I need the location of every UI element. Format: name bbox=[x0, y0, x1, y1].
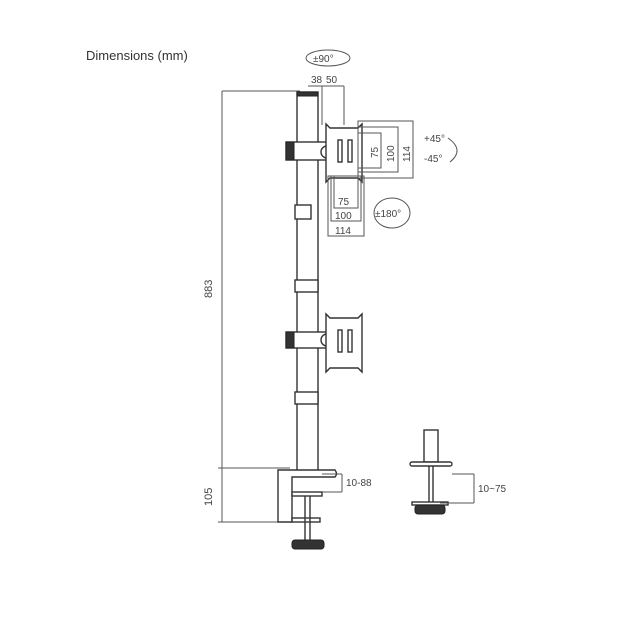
clamp-height-label: 105 bbox=[203, 488, 215, 506]
offset-38-label: 38 bbox=[311, 75, 323, 86]
grommet-range-label: 10~75 bbox=[478, 484, 507, 495]
vesa-v-114: 114 bbox=[402, 146, 413, 162]
top-monitor-mount bbox=[285, 122, 363, 184]
height-label: 883 bbox=[203, 280, 215, 298]
tilt-down-label: -45° bbox=[424, 154, 442, 165]
vesa-v-100: 100 bbox=[386, 145, 397, 162]
offset-50-label: 50 bbox=[326, 75, 338, 86]
clamp-range-label: 10-88 bbox=[346, 478, 372, 489]
vesa-h-75: 75 bbox=[338, 197, 350, 208]
desk-clamp: 10-88 bbox=[277, 469, 372, 550]
top-dimensions: 38 50 ±90° 75 100 114 75 100 114 +45° -4… bbox=[305, 49, 458, 237]
rotate-180-label: ±180° bbox=[375, 209, 401, 220]
pole bbox=[294, 91, 319, 473]
vesa-h-100: 100 bbox=[335, 211, 352, 222]
height-dimension: 883 105 bbox=[203, 90, 300, 523]
vesa-v-75: 75 bbox=[370, 146, 381, 158]
diagram-title: Dimensions (mm) bbox=[86, 48, 188, 63]
rotate-90-label: ±90° bbox=[313, 54, 334, 65]
tilt-up-label: +45° bbox=[424, 134, 445, 145]
bottom-monitor-mount bbox=[285, 312, 363, 374]
vesa-h-114: 114 bbox=[335, 226, 351, 237]
grommet-mount: 10~75 bbox=[409, 429, 507, 515]
